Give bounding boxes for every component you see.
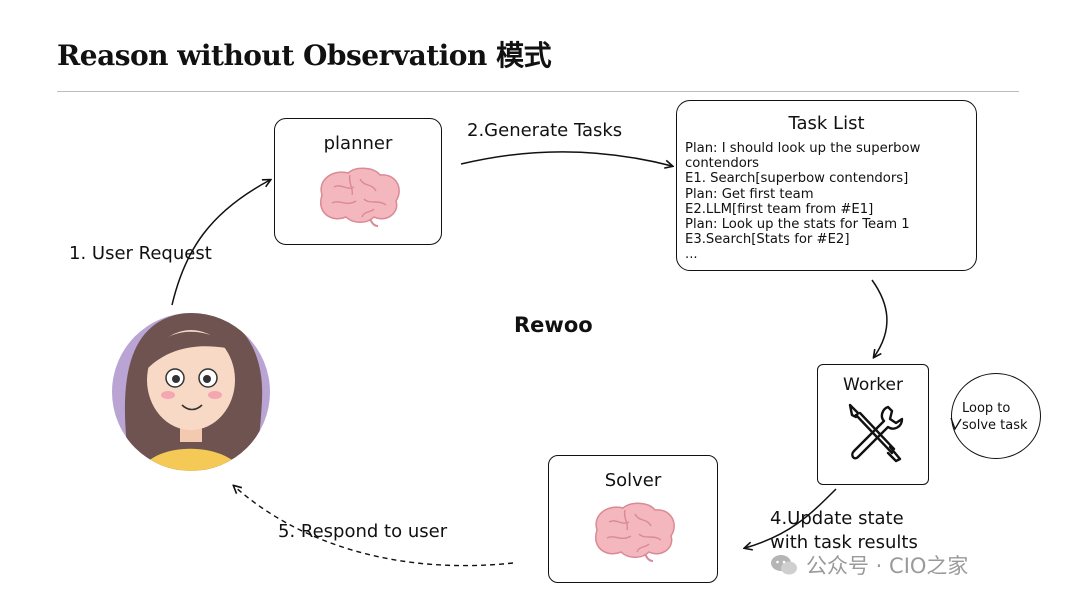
- center-label: Rewoo: [514, 313, 593, 337]
- brain-icon: [594, 502, 675, 562]
- worker-node: Worker: [817, 364, 929, 485]
- loop-to-solve-task-node: Loop to solve task: [951, 373, 1041, 459]
- task-line: Plan: I should look up the superbow: [685, 141, 921, 156]
- watermark: 公众号 · CIO之家: [770, 550, 968, 580]
- user-request-label: 1. User Request: [69, 243, 212, 264]
- planner-label: planner: [323, 133, 393, 154]
- task-list-lines: Plan: I should look up the superbow cont…: [685, 141, 970, 263]
- task-line: E2.LLM[first team from #E1]: [685, 201, 874, 217]
- worker-label: Worker: [843, 375, 903, 395]
- watermark-text: 公众号 · CIO之家: [806, 554, 969, 578]
- title-divider: [57, 91, 1019, 92]
- update-state-label-line1: 4.Update state: [770, 508, 904, 529]
- task-line: Plan: Look up the stats for Team 1: [685, 217, 910, 233]
- task-line: ...: [685, 247, 698, 263]
- user-avatar-icon: [112, 313, 270, 471]
- task-list-title: Task List: [788, 113, 865, 134]
- arrow-to-worker: [871, 279, 888, 357]
- arrow-generate-tasks: [460, 151, 672, 166]
- loop-label-line2: solve task: [962, 418, 1028, 433]
- arrow-respond-to-user: [234, 486, 514, 567]
- solver-label: Solver: [604, 470, 662, 491]
- arrow-update-state: [745, 488, 837, 548]
- task-line: E1. Search[superbow contendors]: [685, 171, 909, 187]
- wechat-icon: [771, 555, 797, 575]
- solver-node: Solver: [548, 455, 718, 583]
- page-title: Reason without Observation 模式: [57, 39, 552, 72]
- loop-label-line1: Loop to: [962, 401, 1011, 416]
- task-line: E3.Search[Stats for #E2]: [685, 232, 850, 248]
- planner-node: planner: [274, 118, 442, 245]
- respond-to-user-label: 5. Respond to user: [278, 521, 448, 542]
- arrow-user-request: [171, 180, 270, 306]
- wrench-screwdriver-icon: [848, 403, 904, 463]
- update-state-label-line2: with task results: [770, 532, 918, 553]
- task-line: Plan: Get first team: [685, 186, 814, 202]
- brain-icon: [319, 167, 400, 227]
- task-line: contendors: [685, 156, 760, 172]
- task-list-node: Task List Plan: I should look up the sup…: [676, 100, 977, 271]
- generate-tasks-label: 2.Generate Tasks: [467, 120, 623, 141]
